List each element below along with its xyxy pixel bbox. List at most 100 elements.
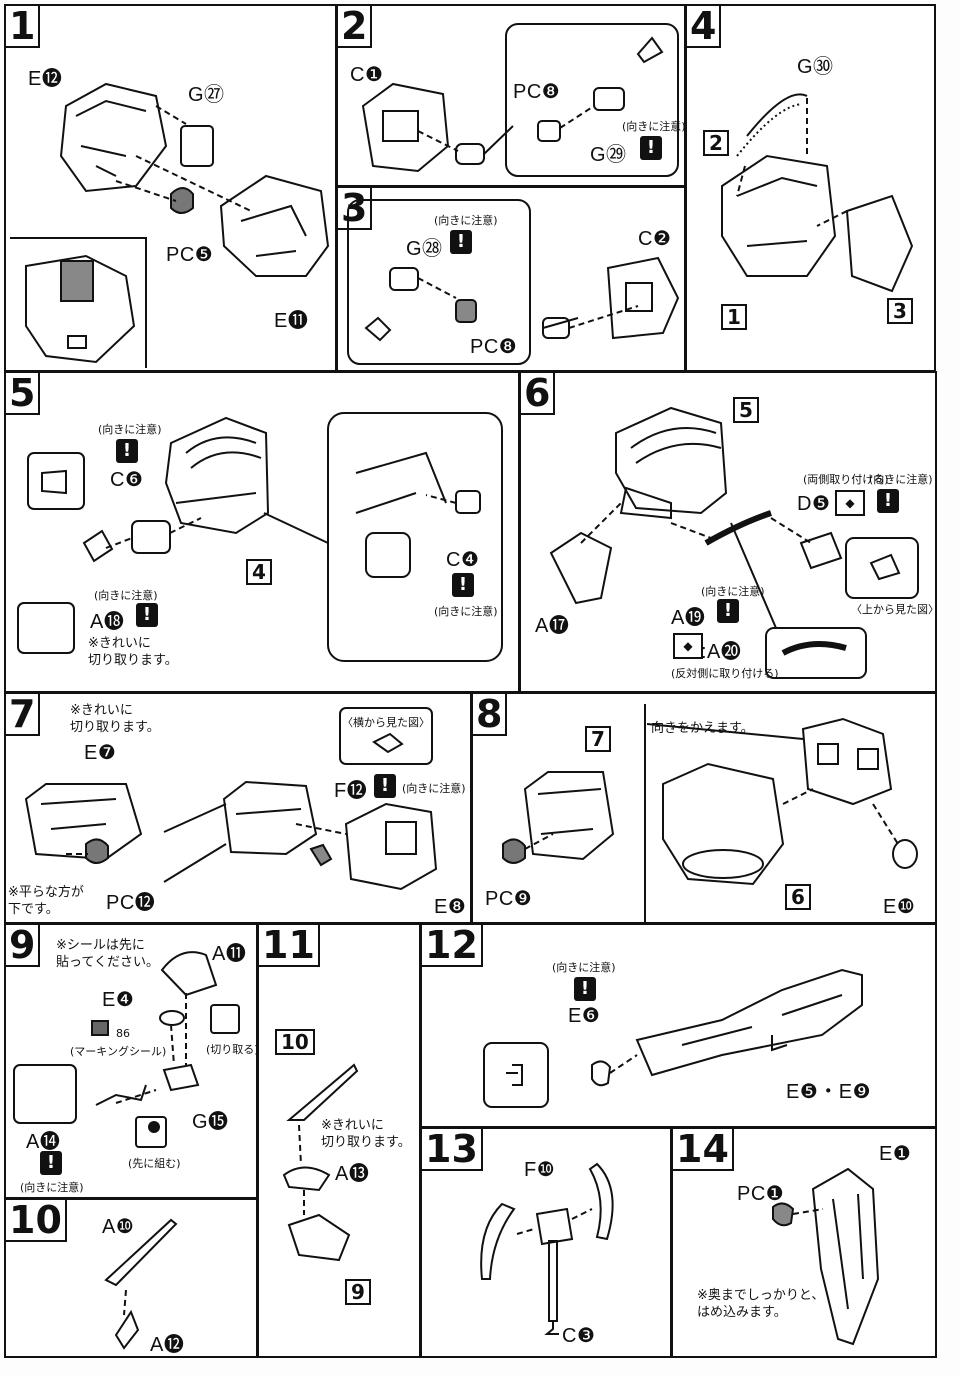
part-label: A❿ <box>102 1216 135 1238</box>
caution-note: (向きに注意) <box>701 585 765 598</box>
caution-note: (向きに注意) <box>402 782 466 795</box>
step-number: 6 <box>521 373 556 415</box>
part-label: E❽ <box>434 896 467 918</box>
head-assembly-illustration <box>17 412 503 662</box>
step-reference: 9 <box>345 1279 371 1305</box>
step-13-panel: 13 F❿ C❸ <box>420 1127 672 1358</box>
part-label: C❸ <box>562 1325 596 1347</box>
step-number: 9 <box>6 925 41 967</box>
part-label: PC❺ <box>166 244 214 266</box>
step-number: 3 <box>338 188 373 230</box>
step-9-panel: 9 ※シールは先に 貼ってください。 A⓫ E❹ 86 (マーキングシール) (… <box>4 923 258 1199</box>
step-11-panel: 11 10 ※きれいに 切り取ります。 A⓭ 9 <box>257 923 421 1358</box>
step-12-panel: 12 (向きに注意) ! E❻ E❺・E❾ <box>420 923 937 1128</box>
part-label: PC❽ <box>513 81 561 103</box>
torso-part-illustration <box>10 82 330 368</box>
part-label: A⓬ <box>150 1334 185 1356</box>
step-number: 1 <box>6 6 41 48</box>
part-label: G㉚ <box>797 56 834 78</box>
both-sides-note: (両側取り付ける) <box>803 473 889 486</box>
step-reference: 5 <box>733 397 759 423</box>
marking-seal-note: (マーキングシール) <box>70 1045 167 1058</box>
part-label: E❼ <box>84 742 117 764</box>
part-label: E❹ <box>102 989 135 1011</box>
part-label: E❻ <box>568 1005 601 1027</box>
step-reference: 3 <box>887 298 913 324</box>
part-label: C❶ <box>350 64 384 86</box>
part-label: A⓮ <box>26 1131 61 1153</box>
step-6-panel: 6 5 (両側取り付ける) (向きに注意) D❺ ◆ ! A⓱ (向きに注意) … <box>519 371 937 693</box>
part-label: A⓱ <box>535 615 570 637</box>
warning-icon: ! <box>450 230 472 254</box>
rifle-part-illustration <box>13 951 240 1148</box>
step-number: 2 <box>338 6 373 48</box>
part-label: C❻ <box>110 469 144 491</box>
step-number: 4 <box>687 6 722 48</box>
step-14-panel: 14 E❶ PC❶ ※奥までしっかりと、 はめ込みます。 <box>671 1127 937 1358</box>
torso-assembly-illustration <box>721 93 914 293</box>
warning-icon: ! <box>574 977 596 1001</box>
part-label: E❿ <box>883 896 916 918</box>
axe-part-illustration <box>480 1162 614 1335</box>
cut-note: ※きれいに 切り取ります。 <box>88 636 178 668</box>
top-view-note: 〈上から見た図〉 <box>851 603 937 616</box>
part-label: :A⓴ <box>701 641 742 663</box>
step-5-panel: 5 (向きに注意) ! C❻ (向きに注意) A⓲ ! ※きれいに 切り取ります… <box>4 371 520 693</box>
step-2-panel: 2 C❶ PC❽ (向きに注意) G㉙ ! <box>336 4 686 187</box>
step-number: 8 <box>473 694 508 736</box>
antenna-part-illustration <box>104 1218 178 1350</box>
caution-note: (向きに注意) <box>552 961 616 974</box>
step-number: 14 <box>673 1129 734 1171</box>
part-label: G㉗ <box>188 84 225 106</box>
caution-note: (向きに注意) <box>622 120 686 133</box>
step-7-panel: 7 ※きれいに 切り取ります。 E❼ ※平らな方が 下です。 PC⓬ 〈横から見… <box>4 692 472 924</box>
part-label: PC❽ <box>470 336 518 358</box>
part-label: E⓬ <box>28 68 63 90</box>
caution-note: (向きに注意) <box>869 473 933 486</box>
warning-icon: ! <box>452 573 474 597</box>
part-label: A⓳ <box>671 607 706 629</box>
part-label: C❹ <box>446 549 480 571</box>
step-reference: 2 <box>703 130 729 156</box>
part-label: PC⓬ <box>106 892 156 914</box>
part-label: G㉙ <box>590 144 627 166</box>
caution-note: (向きに注意) <box>20 1181 84 1194</box>
side-view-note: 〈横から見た図〉 <box>342 716 430 729</box>
cut-note: ※きれいに 切り取ります。 <box>70 703 160 735</box>
warning-icon: ! <box>116 439 138 463</box>
step-1-panel: 1 E⓬ G㉗ PC❺ E⓫ <box>4 4 337 372</box>
cut-off-note: (切り取る) <box>206 1043 258 1056</box>
mirror-icon: ◆ <box>835 490 865 516</box>
part-label: G㉘ <box>406 238 443 260</box>
step-4-panel: 4 G㉚ 2 1 3 <box>685 4 936 372</box>
press-fit-note: ※奥までしっかりと、 はめ込みます。 <box>697 1288 825 1320</box>
body-part-illustration <box>24 707 438 891</box>
opposite-side-note: (反対側に取り付ける) <box>671 667 779 680</box>
caution-note: (向きに注意) <box>98 423 162 436</box>
part-label: E❺・E❾ <box>786 1081 872 1103</box>
assemble-first-note: (先に組む) <box>128 1157 181 1170</box>
warning-icon: ! <box>640 136 662 160</box>
step-reference: 1 <box>721 304 747 330</box>
step-number: 5 <box>6 373 41 415</box>
caution-note: (向きに注意) <box>434 214 498 227</box>
warning-icon: ! <box>40 1151 62 1175</box>
part-label: A⓭ <box>335 1163 370 1185</box>
step-reference: 7 <box>585 726 611 752</box>
step-number: 7 <box>6 694 41 736</box>
step-reference: 4 <box>246 559 272 585</box>
step-3-panel: 3 (向きに注意) G㉘ ! C❷ PC❽ <box>336 186 686 372</box>
step-number: 13 <box>422 1129 483 1171</box>
warning-icon: ! <box>877 489 899 513</box>
shoulder-part-illustration <box>347 199 680 365</box>
shield-part-illustration <box>772 1167 880 1346</box>
caution-note: (向きに注意) <box>94 589 158 602</box>
step-number: 10 <box>6 1200 67 1242</box>
step-10-panel: 10 A❿ A⓬ <box>4 1198 258 1358</box>
part-label: C❷ <box>638 228 672 250</box>
part-label: E⓫ <box>274 310 309 332</box>
seal-number: 86 <box>116 1027 130 1040</box>
step-number: 11 <box>259 925 320 967</box>
waist-assembly-illustration <box>502 704 918 922</box>
part-label: F❿ <box>524 1159 556 1181</box>
